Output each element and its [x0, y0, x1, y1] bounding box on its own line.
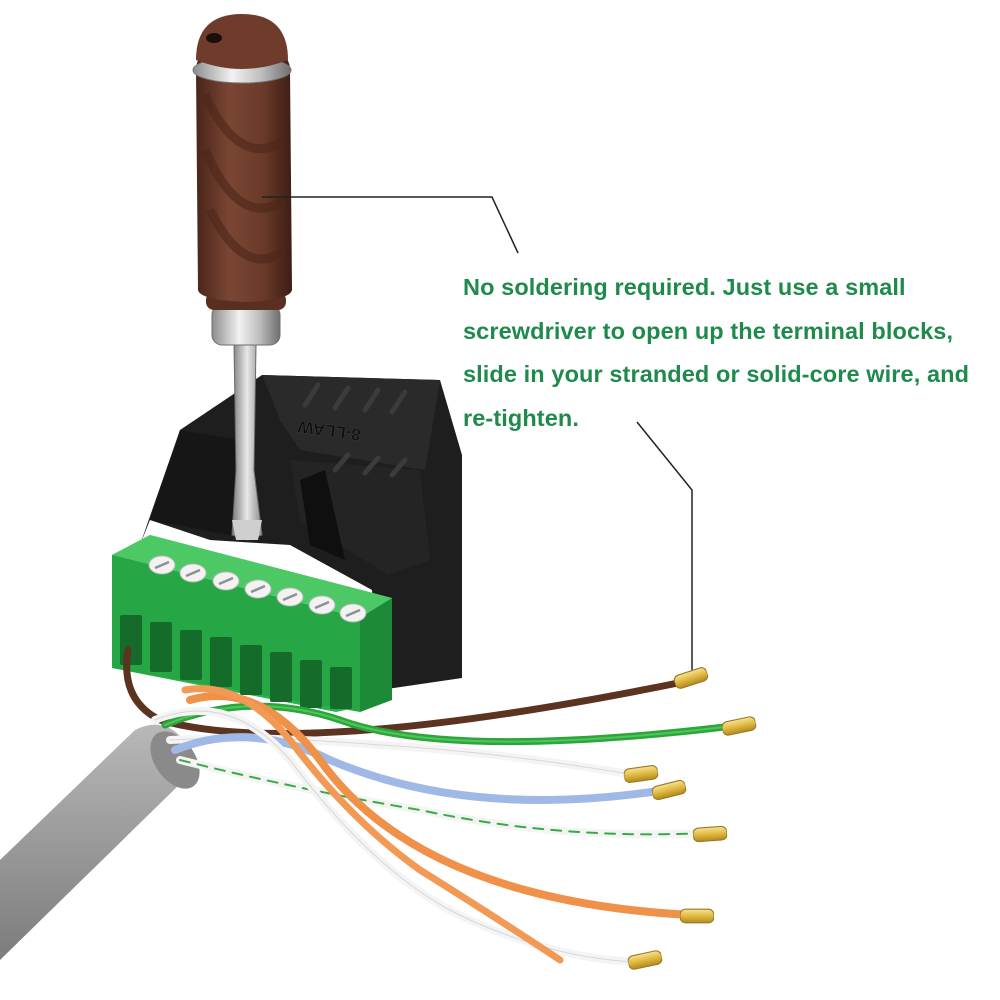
screwdriver-icon	[192, 14, 292, 541]
caption-line: re-tighten.	[463, 404, 579, 431]
caption-text: No soldering required. Just use a small …	[463, 266, 993, 440]
wire-pins	[623, 665, 758, 971]
caption-line: slide in your stranded or solid-core wir…	[463, 361, 970, 387]
callout-line-wires	[636, 421, 693, 672]
wires	[123, 646, 737, 966]
caption-line: No soldering required. Just use a small	[463, 274, 906, 300]
callout-line-screwdriver	[262, 196, 519, 254]
terminal-block	[112, 535, 392, 712]
caption-line: screwdriver to open up the terminal bloc…	[463, 317, 954, 344]
